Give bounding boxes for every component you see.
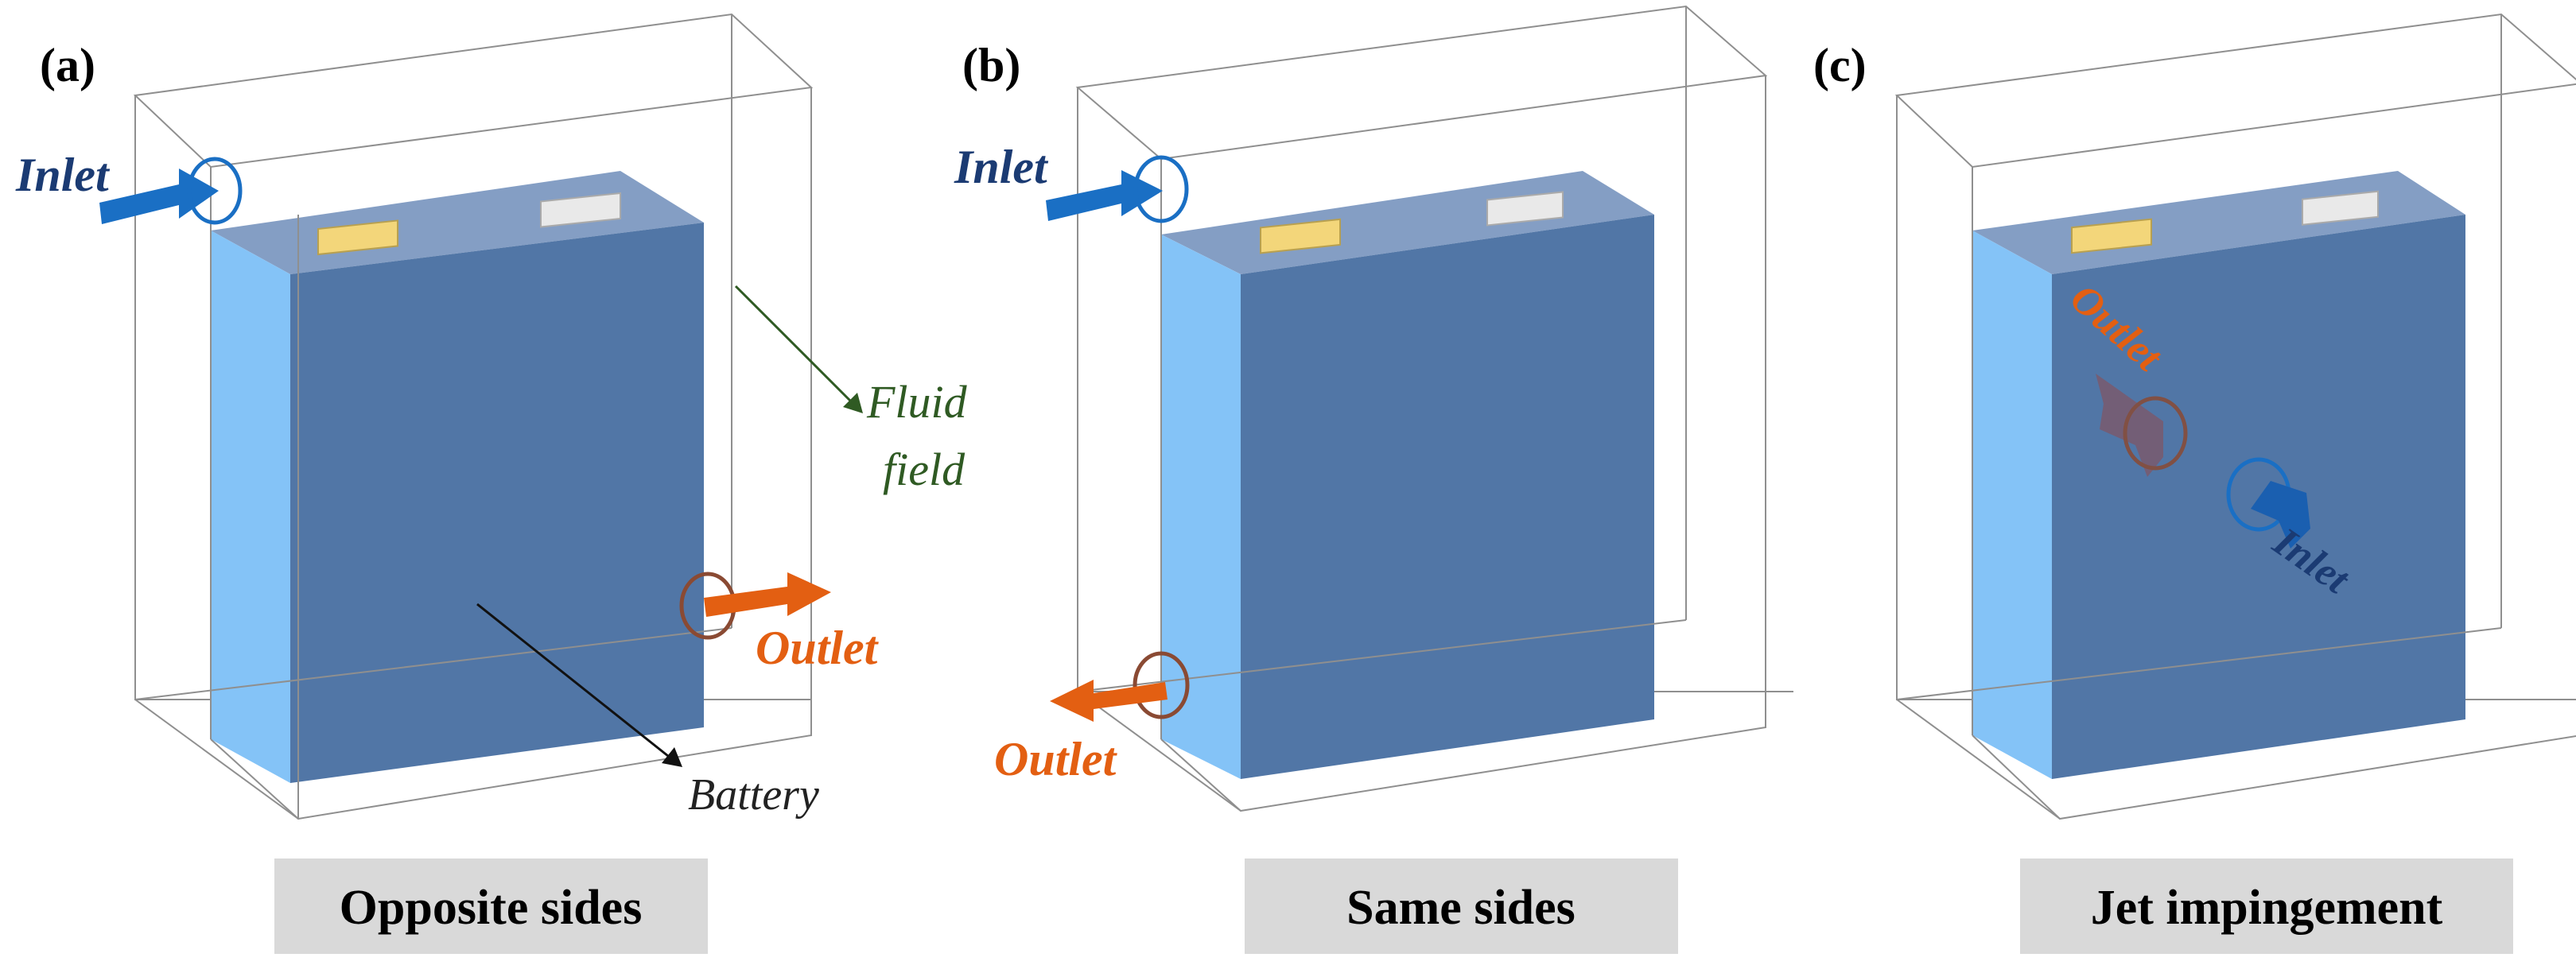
panel-a-fluid-label-line2: field	[883, 444, 966, 495]
panel-b-inlet-label: Inlet	[954, 141, 1049, 193]
panel-a: Inlet Outlet Fluid field Battery (a) Opp…	[15, 13, 968, 954]
panel-c-caption: Jet impingement	[2091, 881, 2443, 935]
panel-b-caption: Same sides	[1346, 881, 1576, 935]
panel-c: Outlet Inlet (c) Jet impingement	[1813, 13, 2576, 954]
panel-c-letter: (c)	[1813, 39, 1867, 91]
panel-b-outlet-label: Outlet	[994, 733, 1118, 785]
panel-a-caption-box	[274, 859, 708, 954]
panel-c-fluid-box-front	[1894, 13, 2576, 820]
panel-b: Inlet Outlet (b) Same sides	[954, 5, 1793, 954]
panel-a-battery-label: Battery	[688, 770, 819, 820]
panel-a-fluid-box-front	[133, 13, 814, 820]
panel-b-negative-tab	[1486, 191, 1564, 227]
panel-b-fluid-box-front	[1075, 5, 1768, 812]
panel-a-battery-pointer	[476, 603, 673, 761]
panel-a-fluid-label-line1: Fluid	[866, 376, 968, 428]
panel-a-battery-side	[211, 231, 290, 783]
panel-a-outlet-arrow	[679, 572, 831, 640]
panel-a-positive-tab	[317, 219, 398, 256]
panel-a-negative-tab	[540, 192, 621, 228]
panel-b-battery-front	[1241, 215, 1654, 779]
panel-c-battery-front	[2052, 215, 2465, 779]
panel-a-fluid-pointer-head	[843, 393, 863, 413]
panel-c-battery-side	[1972, 231, 2052, 779]
panel-a-letter: (a)	[40, 39, 95, 91]
panel-a-fluid-pointer	[734, 285, 857, 407]
panel-c-inlet-arrow	[2226, 457, 2310, 548]
panel-a-battery-pointer-head	[662, 747, 682, 767]
panel-a-inlet-label: Inlet	[15, 149, 111, 201]
panel-c-battery	[1972, 171, 2465, 779]
panel-a-outlet-label: Outlet	[756, 622, 880, 674]
panel-a-battery	[211, 171, 704, 783]
panel-b-inlet-arrow	[1046, 155, 1189, 223]
panel-a-battery-front	[290, 223, 704, 783]
panel-c-caption-box	[2020, 859, 2513, 954]
panel-c-negative-tab	[2302, 190, 2379, 226]
panel-b-outlet-arrow	[1050, 651, 1190, 722]
panel-b-battery	[1161, 171, 1654, 779]
panel-b-caption-box	[1245, 859, 1678, 954]
panel-b-battery-side	[1161, 234, 1241, 779]
panel-a-inlet-arrow	[99, 157, 243, 225]
panel-b-letter: (b)	[962, 39, 1020, 91]
panel-c-outlet-arrow	[2096, 374, 2188, 477]
panel-a-caption: Opposite sides	[340, 881, 643, 935]
panel-c-positive-tab	[2071, 218, 2152, 254]
panel-b-positive-tab	[1260, 218, 1341, 254]
